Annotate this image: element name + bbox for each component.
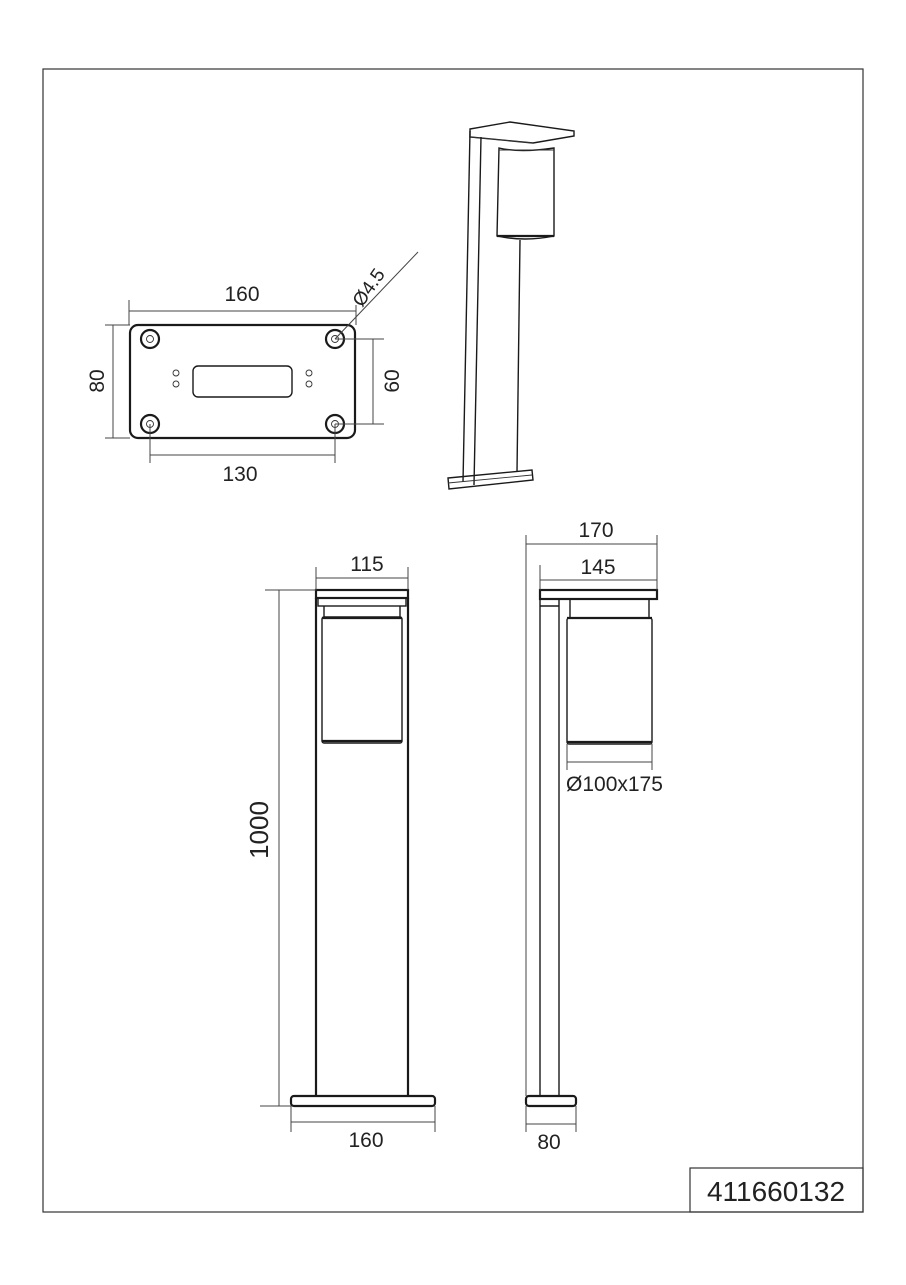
front-top-width-label: 115 [350, 553, 383, 576]
part-number-box: 411660132 [689, 1167, 864, 1213]
part-number: 411660132 [707, 1176, 845, 1207]
isometric-view [447, 121, 575, 490]
front-height-label: 1000 [244, 801, 274, 859]
side-view: 170 145 Ø100x175 80 [524, 519, 663, 1154]
hole-spacing-x-label: 130 [222, 463, 257, 486]
side-arm-depth-label: 145 [580, 556, 615, 579]
front-base-width-label: 160 [348, 1129, 383, 1152]
base-width-label: 160 [224, 283, 259, 306]
front-view: 115 1000 160 [244, 553, 437, 1152]
hole-spacing-y-label: 60 [381, 369, 404, 392]
base-height-label: 80 [86, 369, 109, 392]
mounting-hole-tl [139, 328, 161, 350]
cable-slot [192, 365, 293, 398]
side-base-depth-label: 80 [537, 1131, 560, 1154]
side-overall-depth-label: 170 [578, 519, 613, 542]
sheet-border [42, 68, 864, 1213]
shade-size-label: Ø100x175 [566, 773, 663, 796]
base-plate-view: 160 Ø4.5 80 60 130 [86, 251, 419, 486]
